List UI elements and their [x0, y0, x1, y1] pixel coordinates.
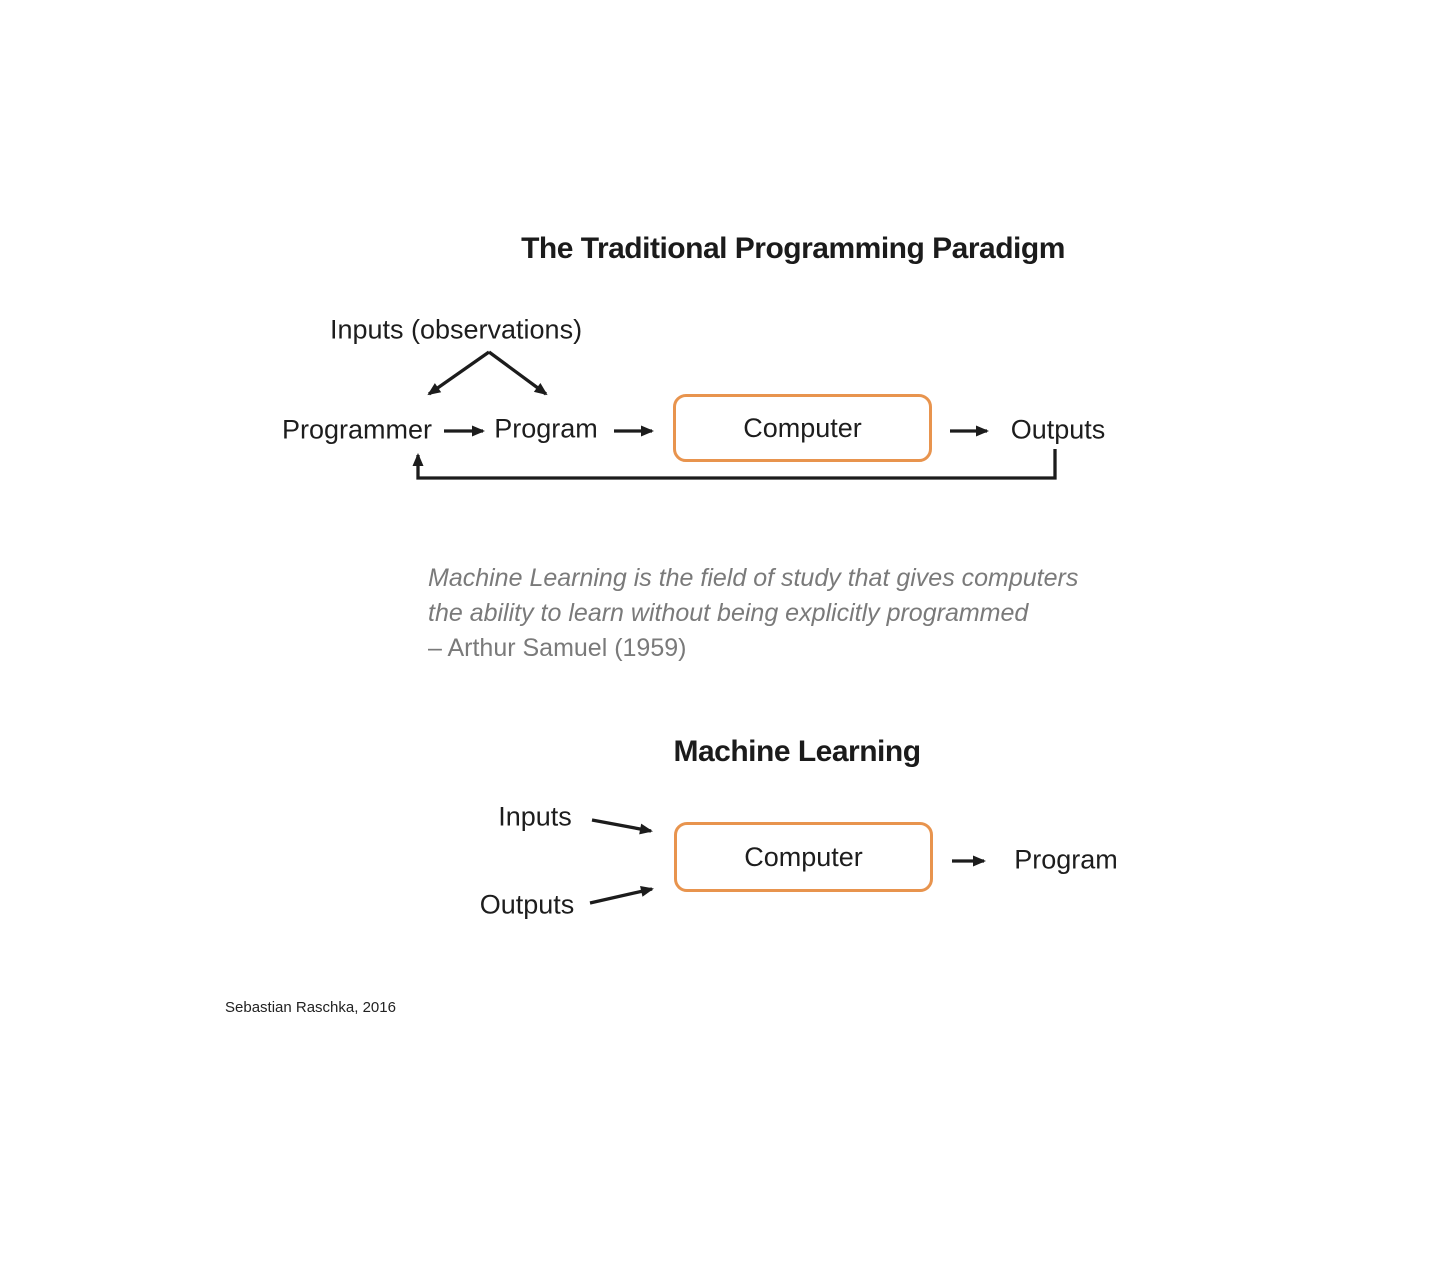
arrow-inputs-to-programmer: [427, 350, 490, 396]
quote-line-2: the ability to learn without being expli…: [428, 599, 1029, 627]
outputs-label-ml: Outputs: [479, 889, 575, 920]
program-label-traditional: Program: [494, 413, 598, 444]
program-label-ml: Program: [1014, 844, 1118, 875]
inputs-label-ml: Inputs: [498, 801, 572, 832]
quote-attribution: – Arthur Samuel (1959): [428, 634, 687, 662]
quote-line-1: Machine Learning is the field of study t…: [428, 564, 1079, 592]
arthur-samuel-quote: Machine Learning is the field of study t…: [428, 561, 1078, 666]
author-credit: Sebastian Raschka, 2016: [225, 999, 396, 1016]
computer-box-ml: Computer: [674, 822, 933, 892]
arrow-ml-inputs-to-computer: [591, 818, 653, 835]
computer-box-traditional: Computer: [673, 394, 932, 462]
computer-label-traditional: Computer: [743, 412, 862, 443]
programmer-label: Programmer: [281, 414, 433, 445]
inputs-observations-label: Inputs (observations): [329, 314, 583, 345]
outputs-label-traditional: Outputs: [1010, 414, 1106, 445]
machine-learning-title: Machine Learning: [673, 735, 921, 768]
arrow-ml-outputs-to-computer: [589, 886, 654, 905]
arrow-inputs-to-program: [488, 350, 548, 396]
computer-label-ml: Computer: [744, 841, 863, 872]
traditional-paradigm-title: The Traditional Programming Paradigm: [521, 232, 1065, 265]
